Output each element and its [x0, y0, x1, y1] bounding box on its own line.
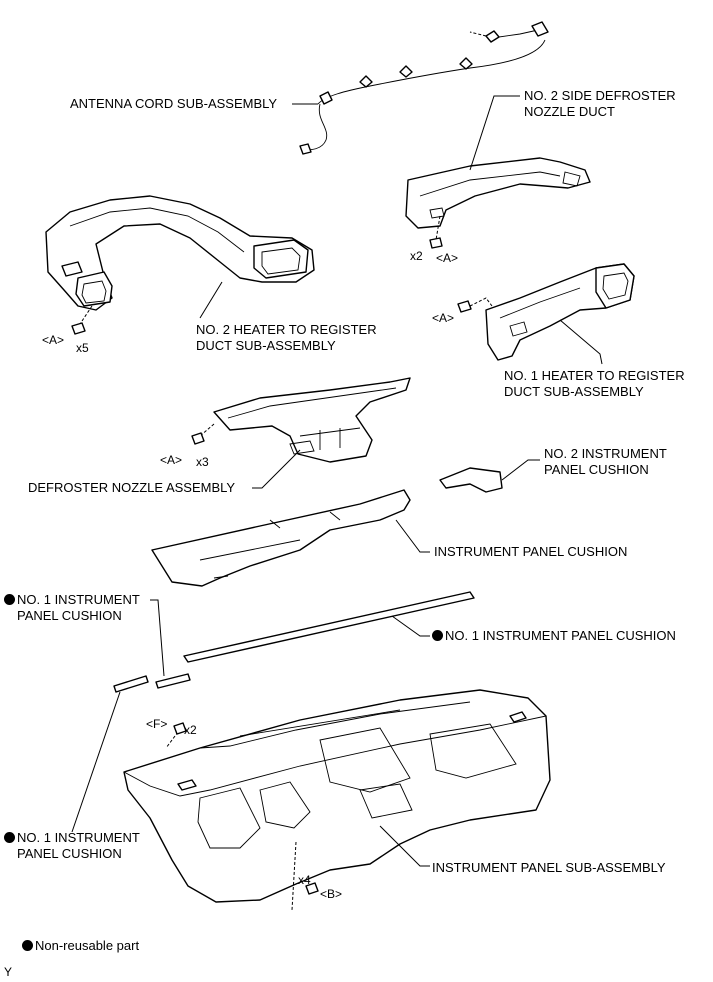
qty-no2-heater: x5 [76, 341, 89, 355]
qty-side-defroster: x2 [410, 249, 423, 263]
label-no2-heater-1: NO. 2 HEATER TO REGISTER [196, 322, 377, 337]
label-no2-cushion-1: NO. 2 INSTRUMENT [544, 446, 667, 461]
qty-defroster: x3 [196, 455, 209, 469]
no2-panel-cushion [439, 467, 503, 493]
label-no1-cushion-right-text: NO. 1 INSTRUMENT PANEL CUSHION [445, 628, 676, 643]
label-no1-heater-1: NO. 1 HEATER TO REGISTER [504, 368, 685, 383]
legend-non-reusable-text: Non-reusable part [35, 938, 140, 953]
instrument-panel-sub-assembly [123, 689, 551, 911]
label-no2-heater-2: DUCT SUB-ASSEMBLY [196, 338, 336, 353]
label-antenna-cord: ANTENNA CORD SUB-ASSEMBLY [70, 96, 278, 111]
ref-no2-heater: <A> [42, 333, 65, 347]
label-panel-sub-assembly: INSTRUMENT PANEL SUB-ASSEMBLY [432, 860, 666, 875]
no1-cushion-strip-long [183, 591, 475, 663]
no1-cushion-strips-small [113, 673, 191, 693]
label-no1-heater-2: DUCT SUB-ASSEMBLY [504, 384, 644, 399]
antenna-cord [299, 21, 549, 155]
label-no1-cushion-top-text: NO. 1 INSTRUMENT [17, 592, 140, 607]
corner-mark: Y [4, 965, 13, 979]
ref-panel-bottom: <B> [320, 887, 343, 901]
defroster-nozzle [191, 377, 411, 463]
ref-panel-top: <F> [146, 717, 168, 731]
label-no1-cushion-top-1: NO. 1 INSTRUMENT [4, 592, 140, 608]
non-reusable-dot-icon [4, 832, 15, 843]
label-no1-cushion-bottom-1: NO. 1 INSTRUMENT [4, 830, 140, 846]
ref-no1-heater: <A> [432, 311, 455, 325]
qty-panel-top: x2 [184, 723, 197, 737]
no1-heater-duct [457, 263, 635, 361]
label-panel-cushion: INSTRUMENT PANEL CUSHION [434, 544, 628, 559]
label-no1-cushion-bottom-text: NO. 1 INSTRUMENT [17, 830, 140, 845]
side-defroster-duct [405, 157, 591, 249]
label-side-defroster-1: NO. 2 SIDE DEFROSTER [524, 88, 676, 103]
instrument-panel-cushion [151, 489, 411, 587]
label-no1-cushion-top-2: PANEL CUSHION [17, 608, 122, 623]
label-defroster-nozzle: DEFROSTER NOZZLE ASSEMBLY [28, 480, 236, 495]
label-no1-cushion-right: NO. 1 INSTRUMENT PANEL CUSHION [432, 628, 676, 644]
label-side-defroster-2: NOZZLE DUCT [524, 104, 615, 119]
ref-defroster: <A> [160, 453, 183, 467]
non-reusable-dot-icon [432, 630, 443, 641]
non-reusable-dot-icon [22, 940, 33, 951]
no2-heater-duct [45, 195, 315, 335]
non-reusable-dot-icon [4, 594, 15, 605]
label-no2-cushion-2: PANEL CUSHION [544, 462, 649, 477]
qty-panel-bottom: x4 [298, 873, 311, 887]
legend-non-reusable: Non-reusable part [22, 938, 139, 954]
ref-side-defroster: <A> [436, 251, 459, 265]
label-no1-cushion-bottom-2: PANEL CUSHION [17, 846, 122, 861]
leader-lines [71, 95, 603, 867]
